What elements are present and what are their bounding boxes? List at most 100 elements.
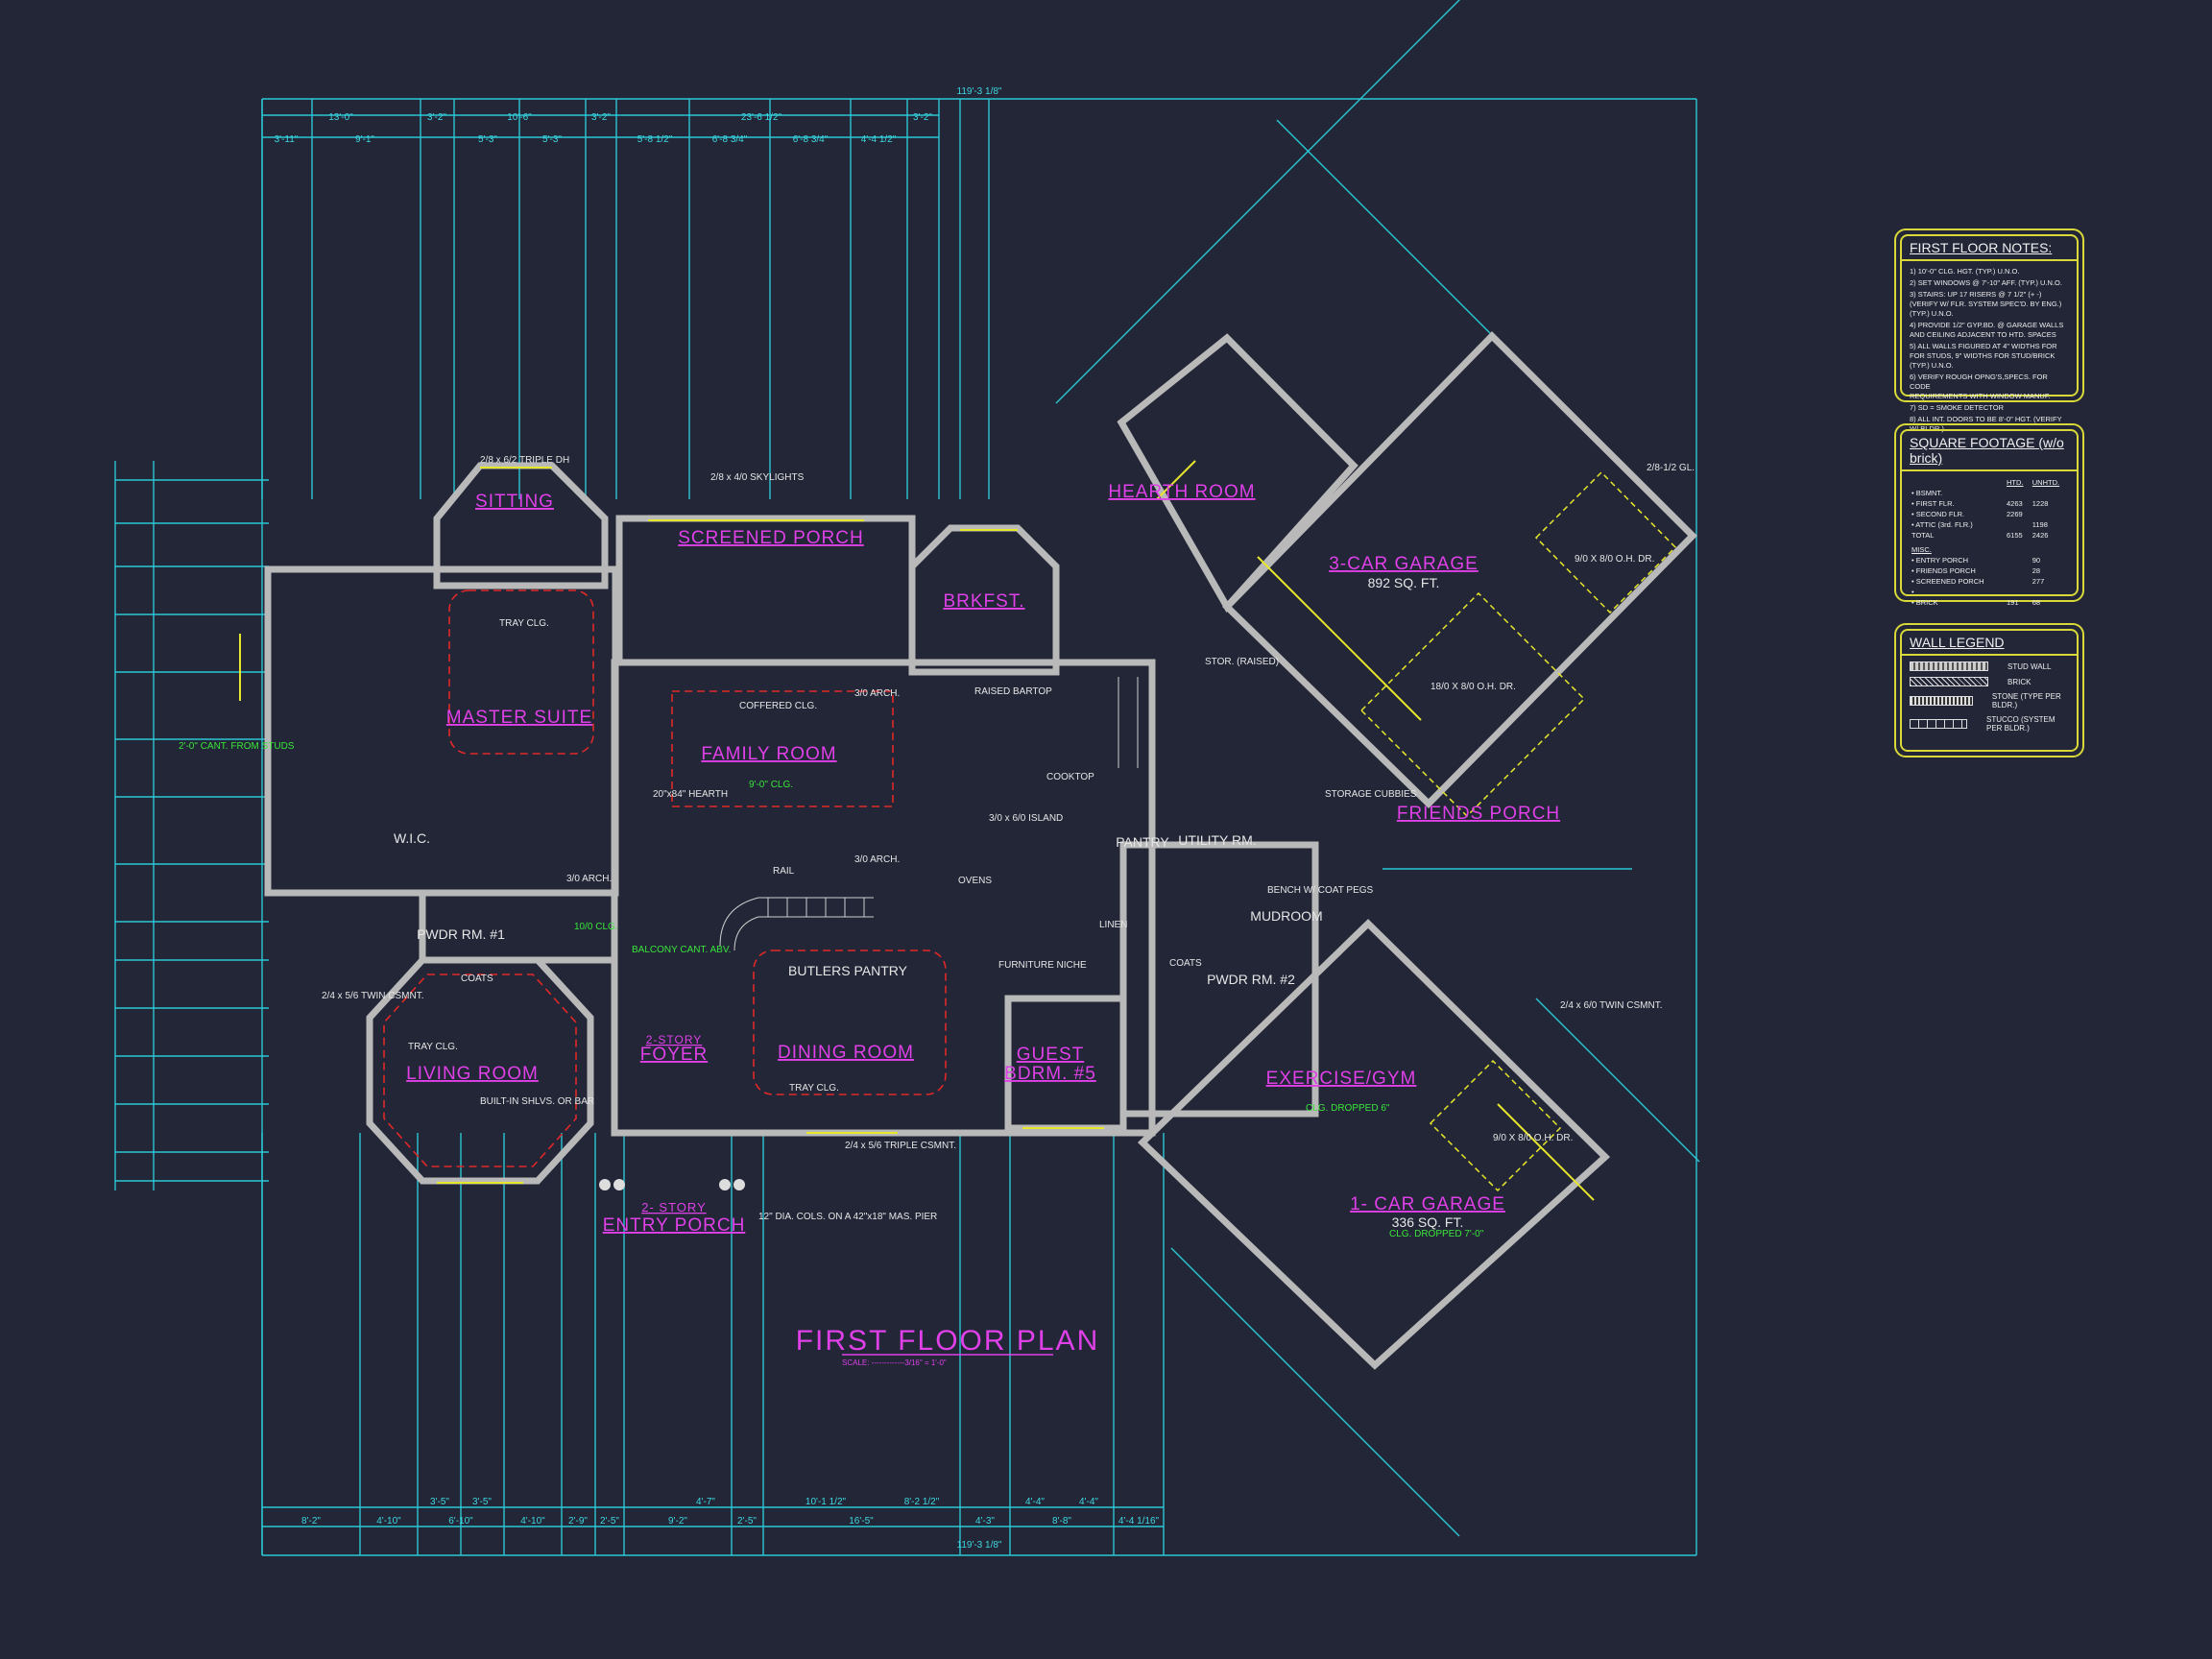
note: COATS — [461, 974, 493, 984]
green-note: 2'-0" CANT. FROM STUDS — [179, 741, 295, 752]
room-label-foyer: FOYER — [640, 1045, 708, 1065]
sqft-htd: 4263 — [2007, 499, 2023, 508]
note: 2/8-1/2 GL. — [1647, 463, 1695, 473]
room-label-entry-porch: ENTRY PORCH — [603, 1215, 746, 1236]
dim-label: 5'-8 1/2" — [637, 134, 673, 145]
dim-label: 119'-3 1/8" — [957, 86, 1002, 97]
note: COFFERED CLG. — [739, 701, 817, 711]
sqft-label: • ENTRY PORCH — [1911, 556, 1969, 565]
legend-stone: STONE (TYPE PER BLDR.) — [1910, 692, 2069, 709]
dim-label: 4'-4" — [1025, 1497, 1045, 1507]
green-note: BALCONY CANT. ABV. — [632, 945, 731, 955]
legend-stud-wall: STUD WALL — [1910, 661, 2069, 671]
sqft-unhtd: 28 — [2032, 566, 2041, 575]
col-htd: HTD. — [2007, 478, 2024, 487]
note: 12" DIA. COLS. ON A 42"x18" MAS. PIER — [758, 1212, 937, 1222]
room-label-entry-top: 2- STORY — [641, 1200, 706, 1214]
room-label-pantry: PANTRY — [1116, 834, 1169, 850]
sqft-row: • SECOND FLR.2269 — [1910, 509, 2069, 519]
dim-label: 16'-5" — [849, 1516, 874, 1527]
room-label-screened-porch: SCREENED PORCH — [678, 528, 863, 548]
dim-label: 4'-10" — [376, 1516, 401, 1527]
legend-brick: BRICK — [1910, 677, 2069, 686]
note: BENCH W/ COAT PEGS — [1267, 885, 1374, 896]
sqft-htd: 191 — [2007, 598, 2019, 607]
sqft-unhtd — [2031, 488, 2069, 498]
sqft-label: • FIRST FLR. — [1911, 499, 1955, 508]
dim-label: 4'-10" — [520, 1516, 545, 1527]
dim-label: 6'-8 3/4" — [793, 134, 829, 145]
dim-label: 10'-1 1/2" — [805, 1497, 847, 1507]
sqft-row: • BSMNT. — [1910, 488, 2069, 498]
green-note: 9'-0" CLG. — [749, 780, 793, 790]
plan-scale: SCALE: -------------3/16" = 1'-0" — [842, 1358, 947, 1367]
room-label-hearth-room: HEARTH ROOM — [1108, 482, 1255, 502]
dim-label: 4'-7" — [696, 1497, 715, 1507]
dim-label: 10'-6" — [507, 112, 532, 123]
sqft-unhtd: 68 — [2032, 598, 2041, 607]
sqft-htd — [2005, 587, 2031, 597]
sqft-title: SQUARE FOOTAGE (w/o brick) — [1902, 435, 2077, 471]
room-label-foyer-top: 2-STORY — [646, 1033, 703, 1046]
dimension-lines — [114, 0, 1700, 1556]
dim-label: 13'-0" — [328, 112, 353, 123]
room-label-pwdr-1: PWDR RM. #1 — [417, 926, 505, 942]
room-labels: SITTING SCREENED PORCH BRKFST. HEARTH RO… — [394, 482, 1560, 1236]
columns — [599, 1179, 745, 1190]
col-unhtd: UNHTD. — [2032, 478, 2060, 487]
garage1-sqft: 336 SQ. FT. — [1392, 1214, 1464, 1230]
note: TRAY CLG. — [789, 1083, 839, 1094]
sqft-label: • SCREENED PORCH — [1911, 577, 1984, 586]
room-label-friends-porch: FRIENDS PORCH — [1397, 804, 1560, 824]
dim-label: 8'-8" — [1052, 1516, 1071, 1527]
room-label-mudroom: MUDROOM — [1250, 908, 1322, 924]
room-label-exercise-gym: EXERCISE/GYM — [1266, 1069, 1417, 1089]
green-note: CLG. DROPPED 7'-0" — [1389, 1229, 1484, 1239]
note: COOKTOP — [1046, 772, 1094, 782]
room-label-master-suite: MASTER SUITE — [446, 708, 592, 728]
legend-label: STONE (TYPE PER BLDR.) — [1991, 692, 2061, 709]
note-item: 2) SET WINDOWS @ 7'-10" AFF. (TYP.) U.N.… — [1910, 278, 2062, 287]
dim-label: 2'-9" — [568, 1516, 588, 1527]
note: 20"x84" HEARTH — [653, 789, 728, 800]
room-label-guest-bdrm: BDRM. #5 — [1004, 1064, 1096, 1084]
room-label-utility: UTILITY RM. — [1178, 832, 1256, 848]
dim-label: 9'-2" — [668, 1516, 687, 1527]
note: 9/0 X 8/0 O.H. DR. — [1493, 1133, 1573, 1143]
notes-title: FIRST FLOOR NOTES: — [1902, 240, 2077, 261]
note-item: 5) ALL WALLS FIGURED AT 4" WIDTHS FOR FO… — [1910, 342, 2057, 370]
note: OVENS — [958, 876, 992, 886]
note-item: 4) PROVIDE 1/2" GYP.BD. @ GARAGE WALLS A… — [1910, 321, 2064, 339]
sqft-row: • — [1910, 587, 2069, 597]
note: 3/0 ARCH. — [854, 688, 900, 699]
dim-label: 5'-3" — [478, 134, 497, 145]
note: 9/0 X 8/0 O.H. DR. — [1575, 554, 1654, 565]
note: 2/8 x 4/0 SKYLIGHTS — [710, 472, 805, 483]
sqft-label: TOTAL — [1911, 531, 1935, 540]
dim-label: 8'-2 1/2" — [904, 1497, 940, 1507]
sqft-htd: 2269 — [2007, 510, 2023, 518]
room-label-family-room: FAMILY ROOM — [701, 744, 836, 764]
room-label-dining-room: DINING ROOM — [778, 1043, 914, 1063]
dim-label: 6'-10" — [448, 1516, 473, 1527]
room-label-wic: W.I.C. — [394, 830, 430, 846]
dimension-labels: 119'-3 1/8" 13'-0" 3'-2" 10'-6" 3'-2" 23… — [275, 86, 1160, 1551]
legend-stucco: STUCCO (SYSTEM PER BLDR.) — [1910, 715, 2069, 733]
dim-label: 4'-4" — [1079, 1497, 1098, 1507]
note: RAISED BARTOP — [974, 686, 1052, 697]
sqft-htd: 6155 — [2007, 531, 2023, 540]
square-footage-panel: SQUARE FOOTAGE (w/o brick) HTD. UNHTD. • … — [1894, 423, 2084, 607]
annotations: TRAY CLG. TRAY CLG. TRAY CLG. COFFERED C… — [179, 455, 1695, 1239]
garage3-sqft: 892 SQ. FT. — [1368, 575, 1440, 590]
green-note: CLG. DROPPED 6" — [1306, 1103, 1390, 1114]
note: STORAGE CUBBIES — [1325, 789, 1417, 800]
stairs — [719, 677, 1139, 951]
note: RAIL — [773, 866, 795, 877]
note-item: 8) ALL INT. DOORS TO BE 8'-0" HGT. (VERI… — [1910, 415, 2062, 433]
